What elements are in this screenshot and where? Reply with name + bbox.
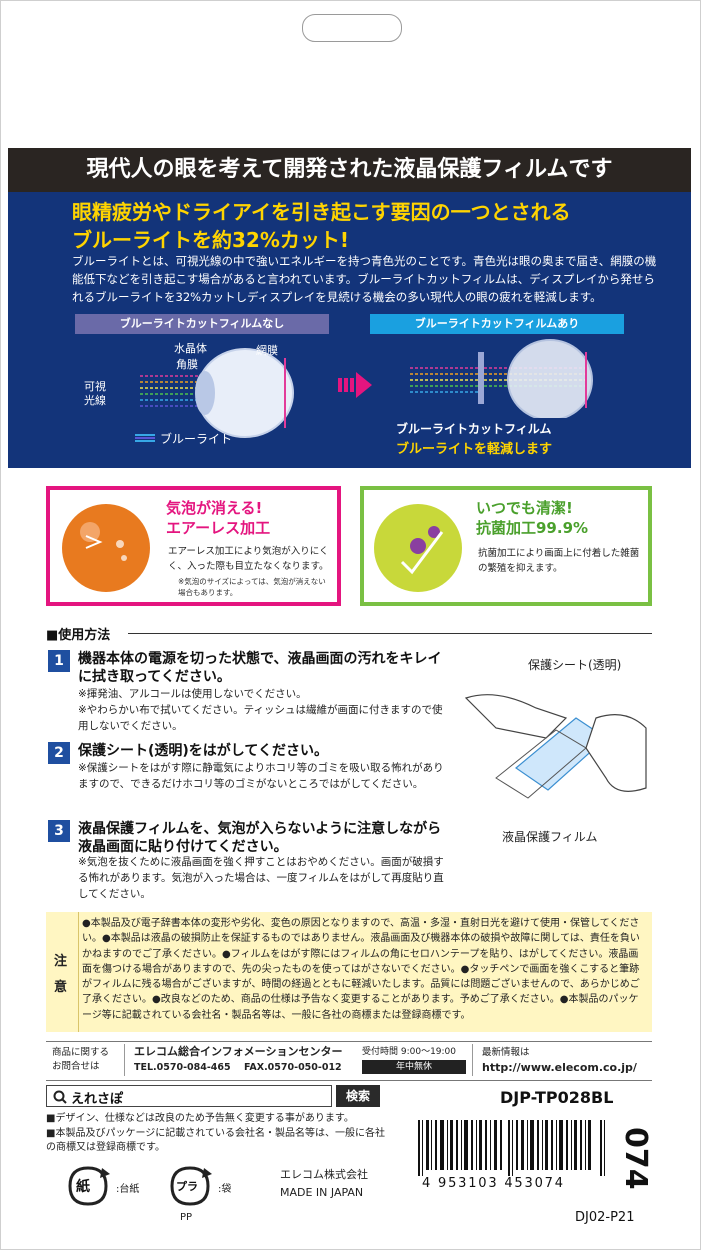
model-number: DJP-TP028BL [500,1088,614,1107]
bluelight-title-line2: ブルーライトを約32%カット! [72,228,349,252]
step-2-title: 保護シート(透明)をはがしてください。 [78,743,328,759]
antibacterial-title-2: 抗菌加工99.9% [476,519,589,537]
feature-antibacterial: いつでも清潔! 抗菌加工99.9% 抗菌加工により画面上に付着した雑菌の繁殖を抑… [360,486,652,606]
label-lens: 水晶体 [174,342,207,355]
tab-with-film: ブルーライトカットフィルムあり [370,314,624,334]
search-box[interactable]: えれさぽ [46,1085,332,1107]
label-bluelight: ブルーライト [160,432,233,446]
pla-mark: プラ [176,1180,198,1193]
label-retina: 網膜 [256,344,278,357]
search-icon [53,1090,67,1104]
paper-label: :台紙 [116,1184,140,1195]
disclaimer-line-1: ■デザイン、仕様などは改良のため予告無く変更する事があります。 [46,1113,354,1124]
airless-bubble-icon [62,504,150,592]
caution-label: 注 意 [46,912,76,1032]
contact-tel: TEL.0570-084-465 [134,1062,231,1073]
label-cornea: 角膜 [176,358,198,371]
disclaimer: ■デザイン、仕様などは改良のため予告無く変更する事があります。 ■本製品及びパッ… [46,1112,386,1156]
bluelight-description: ブルーライトとは、可視光線の中で強いエネルギーを持つ青色光のことです。青色光は眼… [72,254,657,304]
contact-divider-2 [472,1044,473,1076]
bluelight-legend-icon [135,434,155,442]
film-shape [478,352,484,404]
step-number-3: 3 [48,820,70,842]
caption-protective-sheet: 保護シート(透明) [528,658,622,672]
caution-text: ●本製品及び電子辞書本体の変形や劣化、変色の原因となりますので、高温・多湿・直射… [82,918,640,1021]
tab-without-film: ブルーライトカットフィルムなし [75,314,329,334]
disclaimer-line-2: ■本製品及びパッケージに記載されている会社名・製品名等は、一般に各社の商標又は登… [46,1127,385,1154]
barcode-digits: 4 953103 453074 [422,1176,565,1191]
label-visible-2: 光線 [84,394,106,407]
step-1-note-1: ※揮発油、アルコールは使用しないでください。 [78,688,307,700]
hang-hole [302,14,402,42]
search-button[interactable]: 検索 [336,1085,380,1107]
step-1-note-2: ※やわらかい布で拭いてください。ティッシュは繊維が画面に付きますので使用しないで… [78,704,443,732]
airless-text: エアーレス加工により気泡が入りにくく、入った際も目立たなくなります。 [168,546,329,572]
side-code: 074 [618,1127,653,1190]
contact-fax: FAX.0570-050-012 [244,1062,342,1073]
antibacterial-text: 抗菌加工により画面上に付着した雑菌の繁殖を抑えます。 [478,548,640,574]
eye-diagram-with-film [410,339,593,418]
caution-divider [78,912,79,1032]
contact-info-label: 最新情報は [482,1047,530,1058]
contact-center: エレコム総合インフォメーションセンター [134,1045,343,1058]
caution-box [46,912,652,1032]
step-3-title: 液晶保護フィルムを、気泡が入らないように注意しながら液晶画面に貼り付けてください… [78,821,442,855]
paper-recycle-icon [68,1166,110,1206]
antibacterial-icon [374,504,462,592]
eye-diagram-without-film [140,348,294,438]
hands-illustration [464,694,647,799]
caption-protection-film: 液晶保護フィルム [502,830,598,844]
usage-divider [128,633,652,634]
contact-url[interactable]: http://www.elecom.co.jp/ [482,1061,637,1074]
step-2-note-1: ※保護シートをはがす際に静電気によりホコリ等のゴミを吸い取る怖れがありますので、… [78,762,444,790]
caution-label-1: 注 [54,954,68,969]
made-in: MADE IN JAPAN [280,1186,364,1199]
usage-heading: ■使用方法 [46,628,111,643]
search-query: えれさぽ [71,1092,124,1107]
bottom-code: DJ02-P21 [575,1210,635,1225]
contact-hours: 受付時間 9:00〜19:00 [362,1047,457,1057]
barcode [418,1120,605,1176]
company-name: エレコム株式会社 [280,1168,368,1181]
headline: 現代人の眼を考えて開発された液晶保護フィルムです [8,148,691,192]
label-visible-1: 可視 [84,380,106,393]
caution-label-2: 意 [54,980,68,995]
airless-title-1: 気泡が消える! [166,499,263,517]
feature-airless: 気泡が消える! エアーレス加工 エアーレス加工により気泡が入りにくく、入った際も… [46,486,341,606]
label-film: ブルーライトカットフィルム [396,422,552,436]
airless-note: ※気泡のサイズによっては、気泡が消えない場合もあります。 [178,577,326,597]
lens-shape [195,371,215,415]
airless-title-2: エアーレス加工 [166,519,271,537]
paper-mark: 紙 [76,1179,90,1195]
label-reduce: ブルーライトを軽減します [396,442,553,457]
contact-open-badge: 年中無休 [362,1060,466,1074]
contact-info [46,1041,652,1081]
step-number-2: 2 [48,742,70,764]
pp-label: PP [180,1212,193,1223]
bluelight-title: 眼精疲労やドライアイを引き起こす要因の一つとされる ブルーライトを約32%カット… [72,198,571,254]
contact-divider-1 [124,1044,125,1076]
pla-label: :袋 [218,1184,232,1195]
step-3-note-1: ※気泡を抜くために液晶画面を強く押すことはおやめください。画面が破損する怖れがあ… [78,856,444,900]
contact-label-2: お問合せは [52,1061,100,1072]
step-1-title: 機器本体の電源を切った状態で、液晶画面の汚れをキレイに拭き取ってください。 [78,651,442,685]
arrow-right-icon [338,372,372,398]
antibacterial-title-1: いつでも清潔! [476,499,573,517]
plastic-recycle-icon [170,1166,212,1206]
contact-label-1: 商品に関する [52,1047,110,1058]
step-number-1: 1 [48,650,70,672]
bluelight-title-line1: 眼精疲労やドライアイを引き起こす要因の一つとされる [72,200,571,224]
